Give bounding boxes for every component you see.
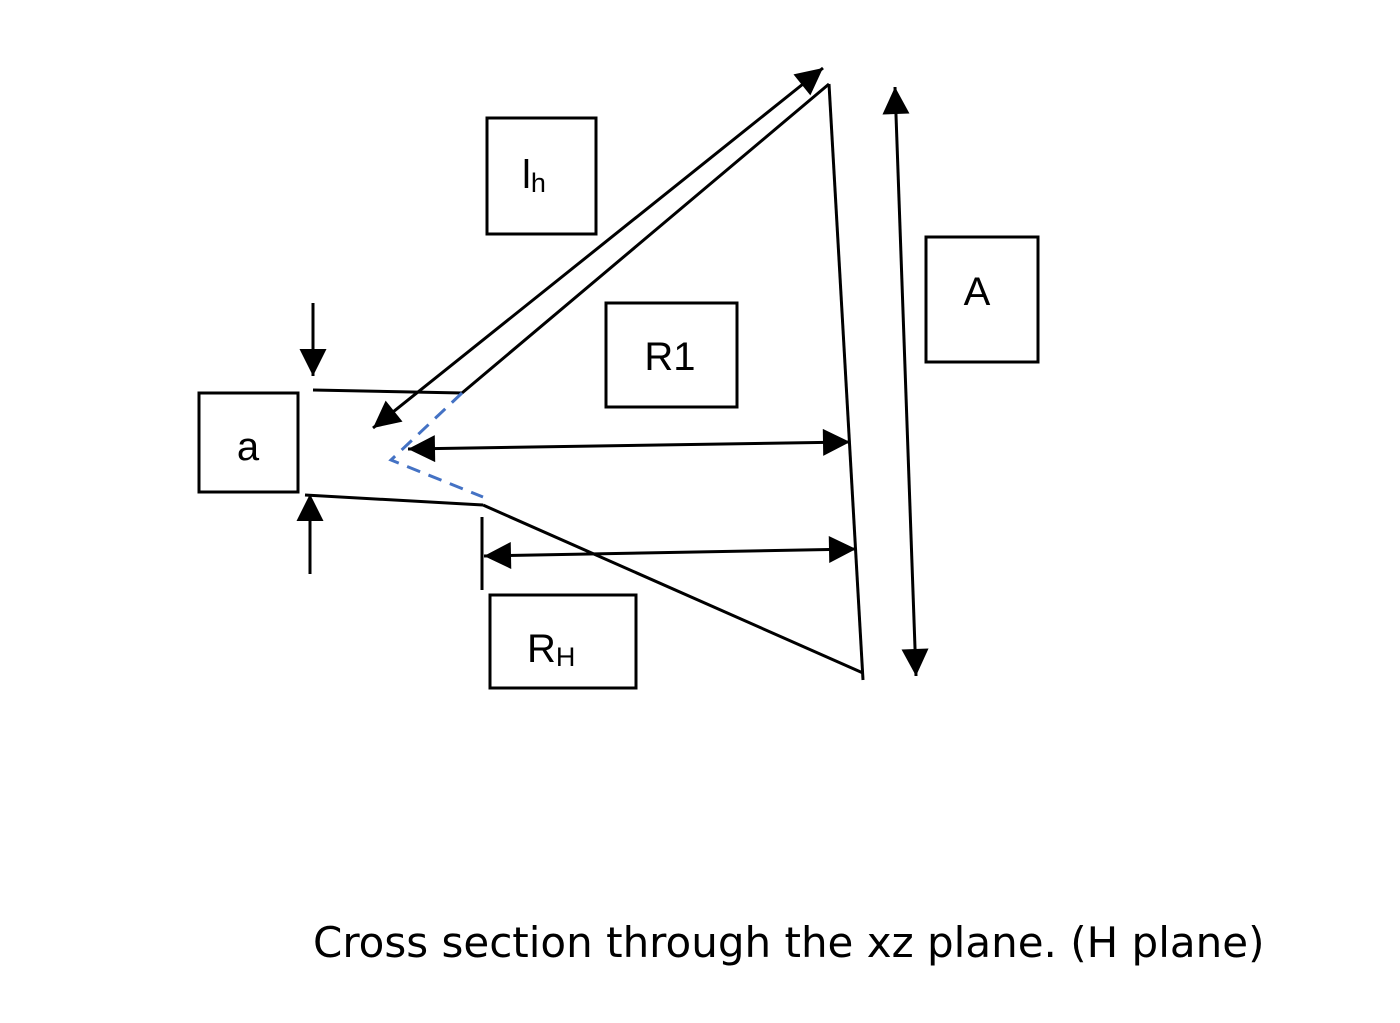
waveguide-bottom-wall	[304, 493, 484, 507]
a-label-box	[197, 391, 300, 494]
aperture-a-label-box	[924, 235, 1040, 364]
aperture-a-label: A	[964, 270, 991, 314]
a-label: a	[237, 425, 260, 469]
waveguide-top-wall	[312, 388, 463, 395]
r1-label: R1	[644, 335, 695, 379]
label-boxes	[197, 116, 1040, 690]
rh-label-main: R	[527, 627, 556, 671]
horn-aperture	[827, 83, 865, 681]
lh-dimension-arrow	[372, 66, 824, 430]
apex-projection	[388, 391, 484, 499]
horn-lower-flare	[482, 503, 864, 675]
rh-label-box	[488, 593, 638, 690]
rh-label: RH	[527, 627, 575, 672]
r1-dimension-arrow	[407, 428, 851, 463]
figure-caption: Cross section through the xz plane. (H p…	[0, 918, 1400, 978]
r1-label-box	[604, 301, 739, 409]
lh-label-box	[485, 116, 598, 236]
rh-label-subscript: H	[556, 642, 576, 672]
rh-dimension-arrow	[483, 536, 857, 569]
caption-text: Cross section through the xz plane. (H p…	[313, 918, 1265, 967]
dimension-arrows	[296, 66, 929, 677]
lh-label-subscript: h	[531, 168, 546, 198]
apex-dashed-line	[388, 391, 484, 499]
lh-label-main: l	[522, 153, 531, 197]
lh-label: lh	[522, 153, 546, 198]
a-aperture-dimension-arrow	[882, 86, 929, 677]
